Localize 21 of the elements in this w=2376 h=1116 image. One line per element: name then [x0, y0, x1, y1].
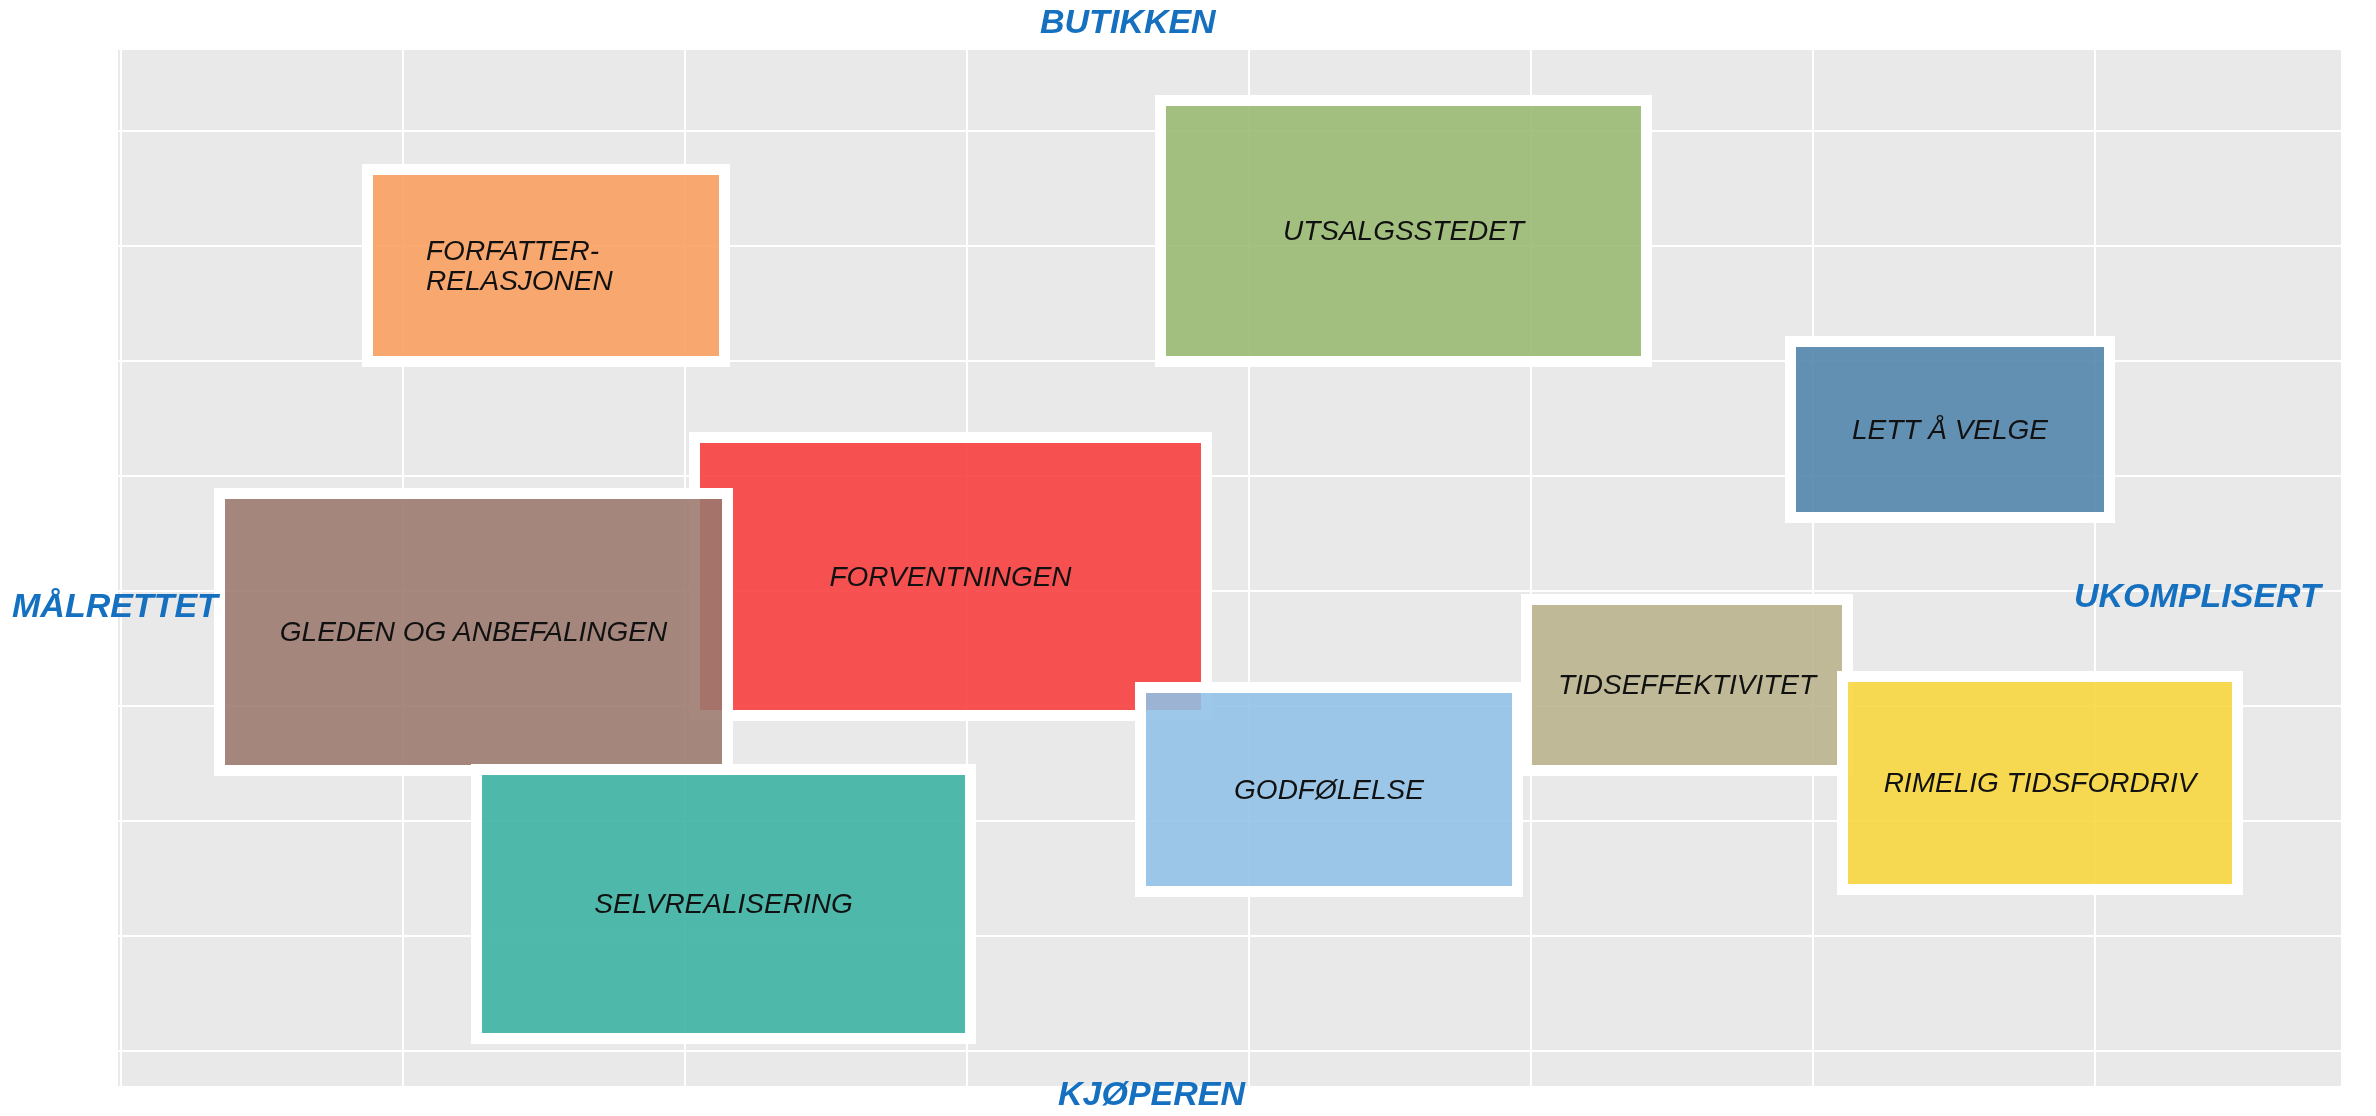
- box-label: SELVREALISERING: [594, 889, 853, 919]
- category-box: [1135, 682, 1523, 897]
- category-box: [1155, 95, 1652, 367]
- box-label: TIDSEFFEKTIVITET: [1557, 670, 1817, 700]
- category-box: [1837, 671, 2243, 895]
- axis-label: MÅLRETTET: [12, 586, 218, 625]
- category-box: [689, 432, 1212, 721]
- axis-label: KJØPEREN: [1058, 1074, 1246, 1113]
- box-label: GLEDEN OG ANBEFALINGEN: [279, 617, 668, 647]
- category-box: [471, 764, 976, 1044]
- category-box: [362, 164, 730, 367]
- box-label: GODFØLELSE: [1234, 774, 1424, 805]
- category-box: [1521, 594, 1853, 776]
- box-label: UTSALGSSTEDET: [1282, 216, 1525, 246]
- category-box: [1785, 336, 2115, 523]
- box-label: FORFATTER- RELASJONEN: [426, 236, 614, 295]
- axis-label: UKOMPLISERT: [2074, 576, 2321, 615]
- box-label: FORVENTNINGEN: [829, 561, 1072, 592]
- box-label: LETT Å VELGE: [1851, 414, 2049, 445]
- axis-label: BUTIKKEN: [1040, 2, 1216, 41]
- box-label: RIMELIG TIDSFORDRIV: [1883, 768, 2197, 798]
